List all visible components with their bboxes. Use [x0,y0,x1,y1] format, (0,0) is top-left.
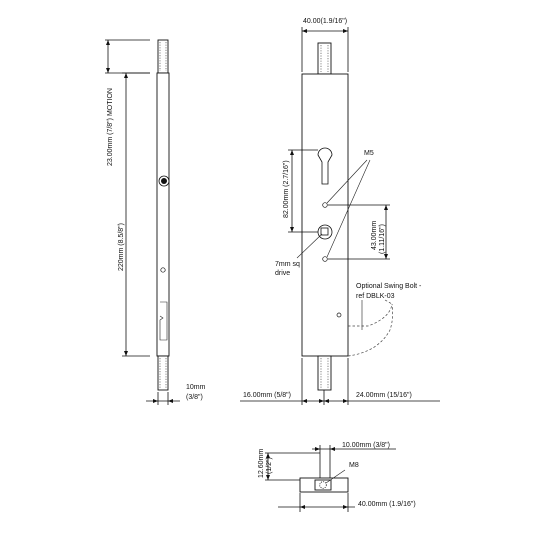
end-view [265,445,396,512]
m5-hole-lower [322,256,328,262]
m5-hole-upper [322,202,328,208]
dim-bolt-width: 10.00mm (3/8") [342,442,390,449]
swing-bolt-outline [347,303,394,357]
dim-backset-right: 24.00mm (15/16") [356,392,412,399]
dim-m5-spacing: 43.00mm [371,221,378,250]
front-screw-hole [336,312,342,318]
dim-bolt-height: 12.60mm [258,449,265,478]
dim-cyl-to-follower: 82.00mm (2.7/16") [283,160,290,218]
label-drive-line1: 7mm sq [275,261,300,268]
side-view [105,39,180,405]
euro-cylinder-cutout [317,147,333,185]
dim-motion: 23.00mm (7/8") MOTION [107,88,114,166]
follower-square [320,227,329,236]
label-swing-line2: ref DBLK-03 [356,293,395,300]
side-screw-hole [160,267,166,273]
dim-length: 220mm (8.5/8") [118,223,125,271]
dim-backset-left: 16.00mm (5/8") [243,392,291,399]
label-drive-line2: drive [275,270,290,277]
side-top-rod [157,39,169,74]
m8-thread-hole [319,481,327,489]
dim-side-thickness-imperial: (3/8") [186,394,203,401]
side-latch-notch [159,301,168,341]
side-follower-hole-inner [161,178,167,184]
dim-width-top: 40.00(1.9/16") [303,18,347,25]
label-m8: M8 [349,462,359,469]
front-bottom-rod [317,355,332,391]
label-m5: M5 [364,150,374,157]
front-view [240,27,440,405]
front-body [301,73,349,357]
dim-side-thickness: 10mm [186,384,206,391]
dim-m5-spacing-imperial: (1.11/16") [379,224,386,254]
side-bottom-rod [157,355,169,391]
front-top-rod [317,42,332,75]
dim-bolt-height-imperial: (1/2") [266,457,273,474]
label-swing-line1: Optional Swing Bolt - [356,283,422,290]
dim-width-bottom: 40.00mm (1.9/16") [358,501,416,508]
